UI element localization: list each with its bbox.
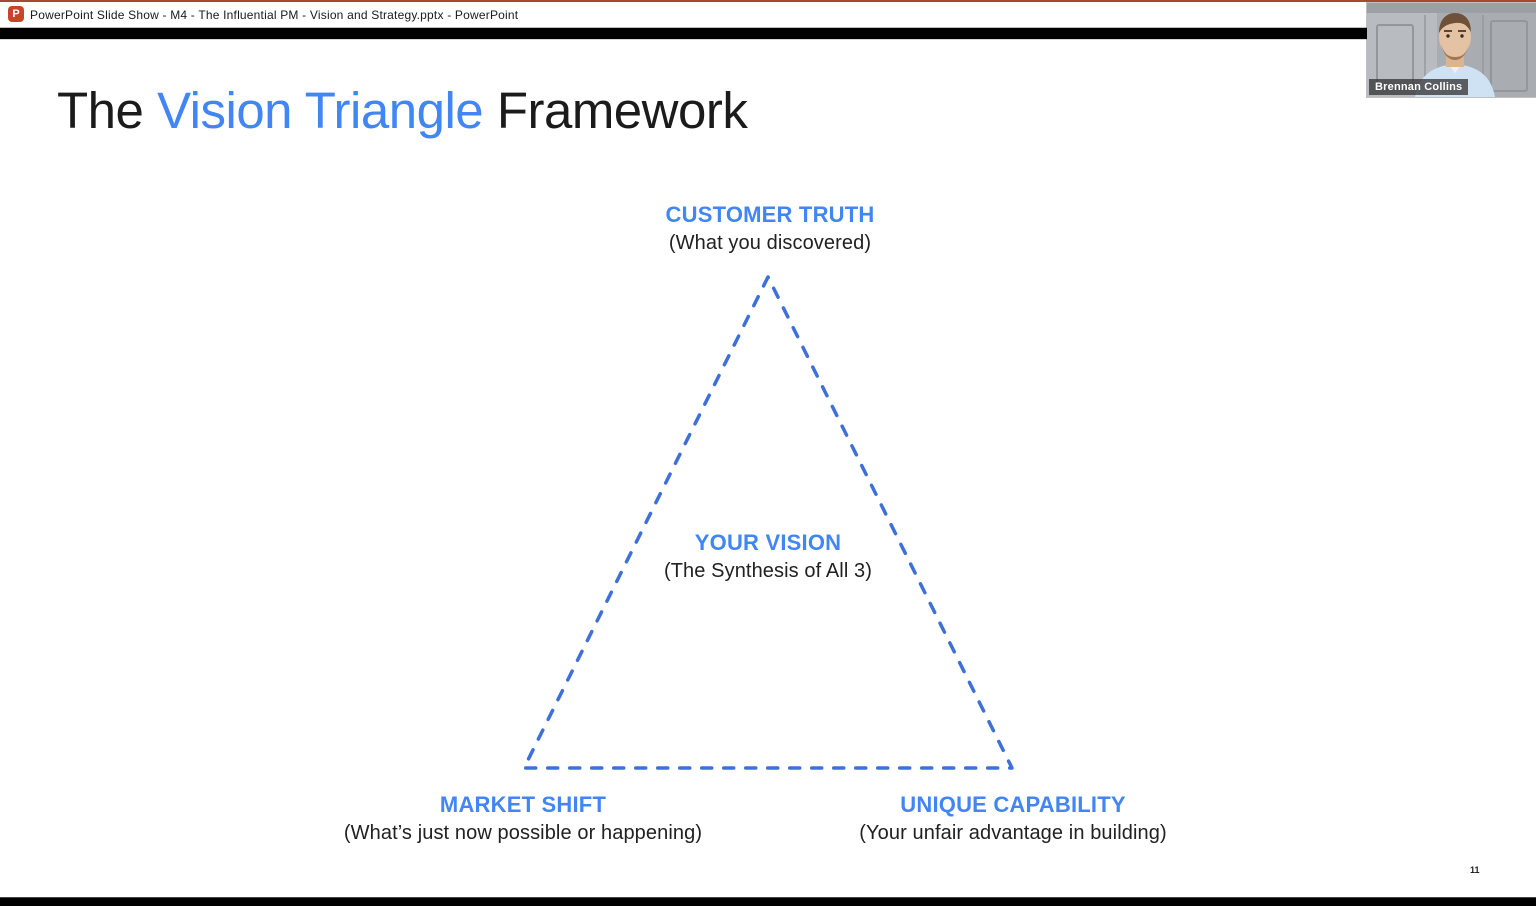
slide-canvas: The Vision Triangle Framework CUSTOMER T…: [0, 41, 1536, 897]
node-your-vision: YOUR VISION (The Synthesis of All 3): [664, 530, 872, 583]
slide-title-highlight: Vision Triangle: [157, 82, 484, 139]
node-market-shift-label: MARKET SHIFT: [439, 792, 607, 817]
node-unique-capability-label: UNIQUE CAPABILITY: [900, 792, 1126, 817]
window-titlebar: P PowerPoint Slide Show - M4 - The Influ…: [0, 2, 1536, 27]
node-customer-truth-sublabel: (What you discovered): [668, 232, 872, 254]
node-market-shift-sublabel: (What’s just now possible or happening): [343, 822, 703, 844]
slide-title-prefix: The: [57, 82, 158, 139]
node-customer-truth-label: CUSTOMER TRUTH: [665, 202, 875, 227]
node-your-vision-sublabel: (The Synthesis of All 3): [663, 560, 873, 582]
node-unique-capability-sublabel: (Your unfair advantage in building): [859, 822, 1167, 844]
node-unique-capability: UNIQUE CAPABILITY (Your unfair advantage…: [859, 792, 1166, 845]
window-title: PowerPoint Slide Show - M4 - The Influen…: [30, 7, 519, 22]
slide-title: The Vision Triangle Framework: [57, 81, 748, 140]
webcam-name-label: Brennan Collins: [1369, 79, 1469, 95]
webcam-video-overlay[interactable]: Brennan Collins: [1367, 3, 1536, 97]
letterbox-bar-top: [0, 27, 1536, 40]
node-market-shift: MARKET SHIFT (What’s just now possible o…: [344, 792, 702, 845]
slide-page-number: 11: [1470, 865, 1480, 875]
powerpoint-app-icon: P: [8, 6, 24, 22]
slide-title-suffix: Framework: [483, 82, 748, 139]
window-top-border: [0, 0, 1536, 2]
node-customer-truth: CUSTOMER TRUTH (What you discovered): [666, 202, 875, 255]
node-your-vision-label: YOUR VISION: [694, 530, 842, 555]
vision-triangle-shape: [522, 275, 1014, 770]
letterbox-bar-bottom: [0, 897, 1536, 906]
